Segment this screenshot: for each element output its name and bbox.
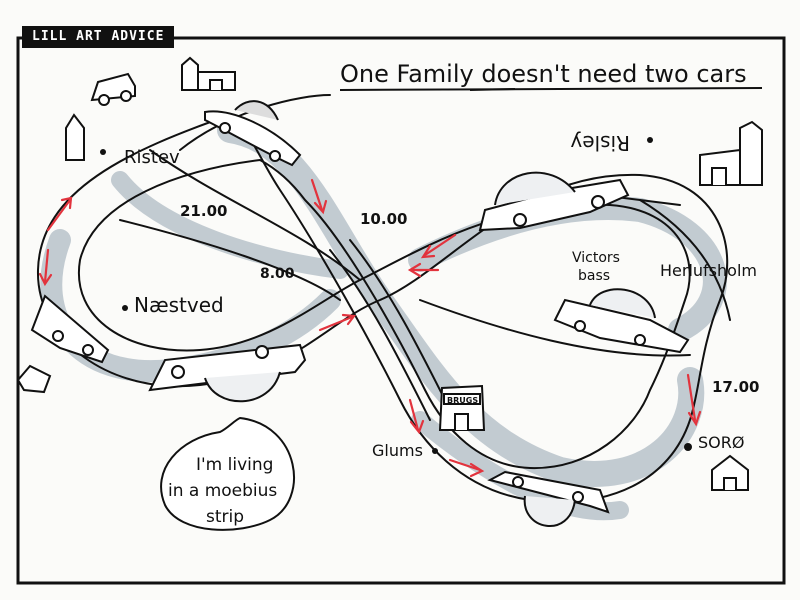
drawing-frame — [16, 36, 786, 585]
time-1700: 17.00 — [712, 378, 759, 396]
label-risley-mirrored: Risley — [570, 131, 630, 155]
car-right-top — [478, 171, 630, 232]
direction-arrows — [38, 178, 702, 478]
dot-glums — [432, 448, 438, 454]
arrow-left-down — [38, 248, 53, 287]
title-text: One Family doesn't need two cars — [340, 60, 747, 88]
car-top-road — [204, 100, 302, 167]
time-800: 8.00 — [260, 266, 295, 282]
arrow-right-mid — [407, 262, 440, 278]
dot-risley — [647, 137, 653, 143]
dot-naestved — [122, 305, 128, 311]
shop-glums-icon — [438, 384, 486, 431]
arrow-right-loop — [420, 233, 457, 259]
title-underline — [339, 87, 763, 91]
church-top-icon — [181, 56, 236, 91]
time-1000: 10.00 — [360, 210, 407, 228]
church-right-icon — [699, 120, 763, 186]
speech-line-2: in a moebius — [168, 481, 277, 501]
label-victors-bass-1: Victors — [572, 250, 620, 266]
tower-left-icon — [65, 113, 85, 161]
speech-bubble-shape — [160, 416, 295, 531]
label-ristev: Ristev — [124, 147, 180, 168]
speech-line-3: strip — [206, 507, 244, 527]
dot-ristev — [100, 149, 106, 155]
label-naestved: Næstved — [134, 293, 224, 317]
car-herlufsholm — [553, 288, 690, 354]
house-left-bottom-icon — [16, 364, 52, 394]
location-dots — [100, 137, 692, 454]
brand-logo: LILL ART ADVICE — [22, 26, 175, 48]
arrow-left-up — [46, 196, 73, 232]
label-herlufsholm: Herlufsholm — [660, 261, 757, 280]
arrow-bottom-left — [448, 458, 485, 478]
dot-soro — [684, 443, 692, 451]
label-soro: SORØ — [698, 433, 744, 452]
car-left-tilted — [30, 294, 110, 364]
speech-line-1: I'm living — [196, 455, 273, 475]
house-soro-icon — [711, 454, 749, 491]
car-top-small — [90, 72, 136, 106]
label-victors-bass-2: bass — [578, 268, 610, 284]
shop-sign: BRUGS — [447, 396, 478, 405]
car-upside-down-left — [148, 343, 307, 403]
arrow-glums — [408, 398, 425, 435]
arrow-soro — [686, 373, 702, 427]
arrow-top-down — [310, 178, 328, 215]
arrow-middle-right — [318, 313, 357, 332]
car-bottom-right — [487, 470, 610, 527]
label-glums: Glums — [372, 441, 423, 460]
time-2100: 21.00 — [180, 202, 227, 220]
